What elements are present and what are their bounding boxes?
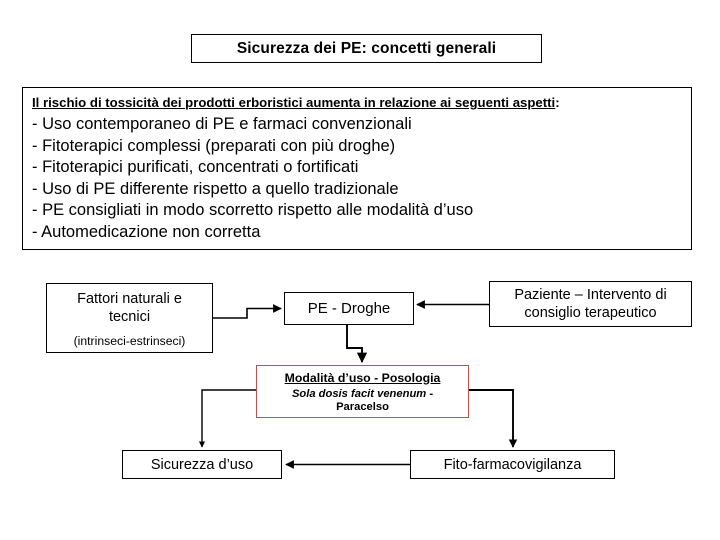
risk-panel-heading-text: Il rischio di tossicità dei prodotti erb… xyxy=(32,95,556,110)
node-fattori-subtitle: (intrinseci-estrinseci) xyxy=(73,333,186,348)
connector-modalita-to-sicurezza xyxy=(198,389,256,448)
node-modalita-author: Paracelso xyxy=(336,400,389,413)
node-fattori-line1: Fattori naturali e xyxy=(77,290,182,307)
list-item: - Uso di PE differente rispetto a quello… xyxy=(32,179,399,198)
connector-fattori-to-pedroghe xyxy=(213,304,282,319)
node-paziente-line2: consiglio terapeutico xyxy=(524,305,657,321)
node-fattori-naturali-e-tecnici[interactable]: Fattori naturali e tecnici (intrinseci-e… xyxy=(46,283,213,353)
connector-pedroghe-to-modalita xyxy=(346,325,368,364)
risk-panel-heading: Il rischio di tossicità dei prodotti erb… xyxy=(32,95,691,111)
node-paziente-intervento[interactable]: Paziente – Intervento di consiglio terap… xyxy=(489,281,692,327)
risk-panel-heading-colon: : xyxy=(555,95,560,110)
node-pe-droghe-label: PE - Droghe xyxy=(307,300,391,317)
node-fattori-line2: tecnici xyxy=(108,309,151,325)
list-item: - PE consigliati in modo scorretto rispe… xyxy=(32,201,474,219)
list-item: - Uso contemporaneo di PE e farmaci conv… xyxy=(32,115,412,133)
node-fito-label: Fito-farmacovigilanza xyxy=(443,456,582,473)
node-paziente-line1: Paziente – Intervento di xyxy=(514,286,667,303)
node-modalita-title: Modalità d’uso - Posologia xyxy=(284,370,441,385)
node-sicurezza-label: Sicurezza d’uso xyxy=(150,456,254,473)
node-pe-droghe[interactable]: PE - Droghe xyxy=(284,292,414,325)
slide-title-box: Sicurezza dei PE: concetti generali xyxy=(191,34,542,63)
list-item: - Fitoterapici purificati, concentrati o… xyxy=(32,158,359,176)
connector-modalita-to-fito xyxy=(469,389,518,448)
node-modalita-quote: Sola dosis facit venenum - xyxy=(291,387,434,400)
node-sicurezza-duso[interactable]: Sicurezza d’uso xyxy=(122,450,282,479)
list-item: - Fitoterapici complessi (preparati con … xyxy=(32,136,396,155)
node-fito-farmacovigilanza[interactable]: Fito-farmacovigilanza xyxy=(410,450,615,479)
page-title: Sicurezza dei PE: concetti generali xyxy=(236,39,497,57)
risk-factors-list: - Uso contemporaneo di PE e farmaci conv… xyxy=(32,114,691,243)
list-item: - Automedicazione non corretta xyxy=(32,222,261,241)
risk-factors-panel: Il rischio di tossicità dei prodotti erb… xyxy=(22,87,692,250)
node-modalita-uso-posologia[interactable]: Modalità d’uso - Posologia Sola dosis fa… xyxy=(256,365,469,418)
